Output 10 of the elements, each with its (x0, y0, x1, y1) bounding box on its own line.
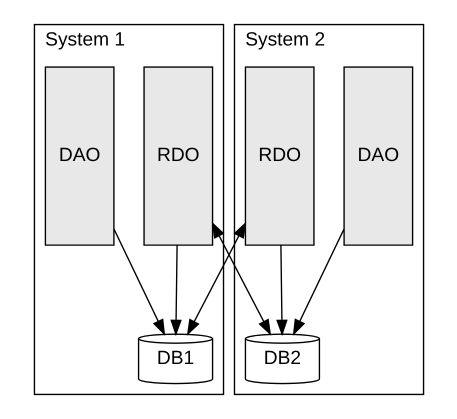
arrow (276, 245, 288, 336)
node-box: DAO (44, 66, 114, 246)
arrow (170, 245, 182, 336)
arrow (211, 222, 271, 336)
arrow (292, 228, 344, 336)
node-box: RDO (142, 66, 213, 246)
arrow (112, 228, 165, 336)
node-box: DAO (342, 66, 413, 246)
arrow (186, 222, 246, 336)
node-box: RDO (244, 66, 314, 246)
